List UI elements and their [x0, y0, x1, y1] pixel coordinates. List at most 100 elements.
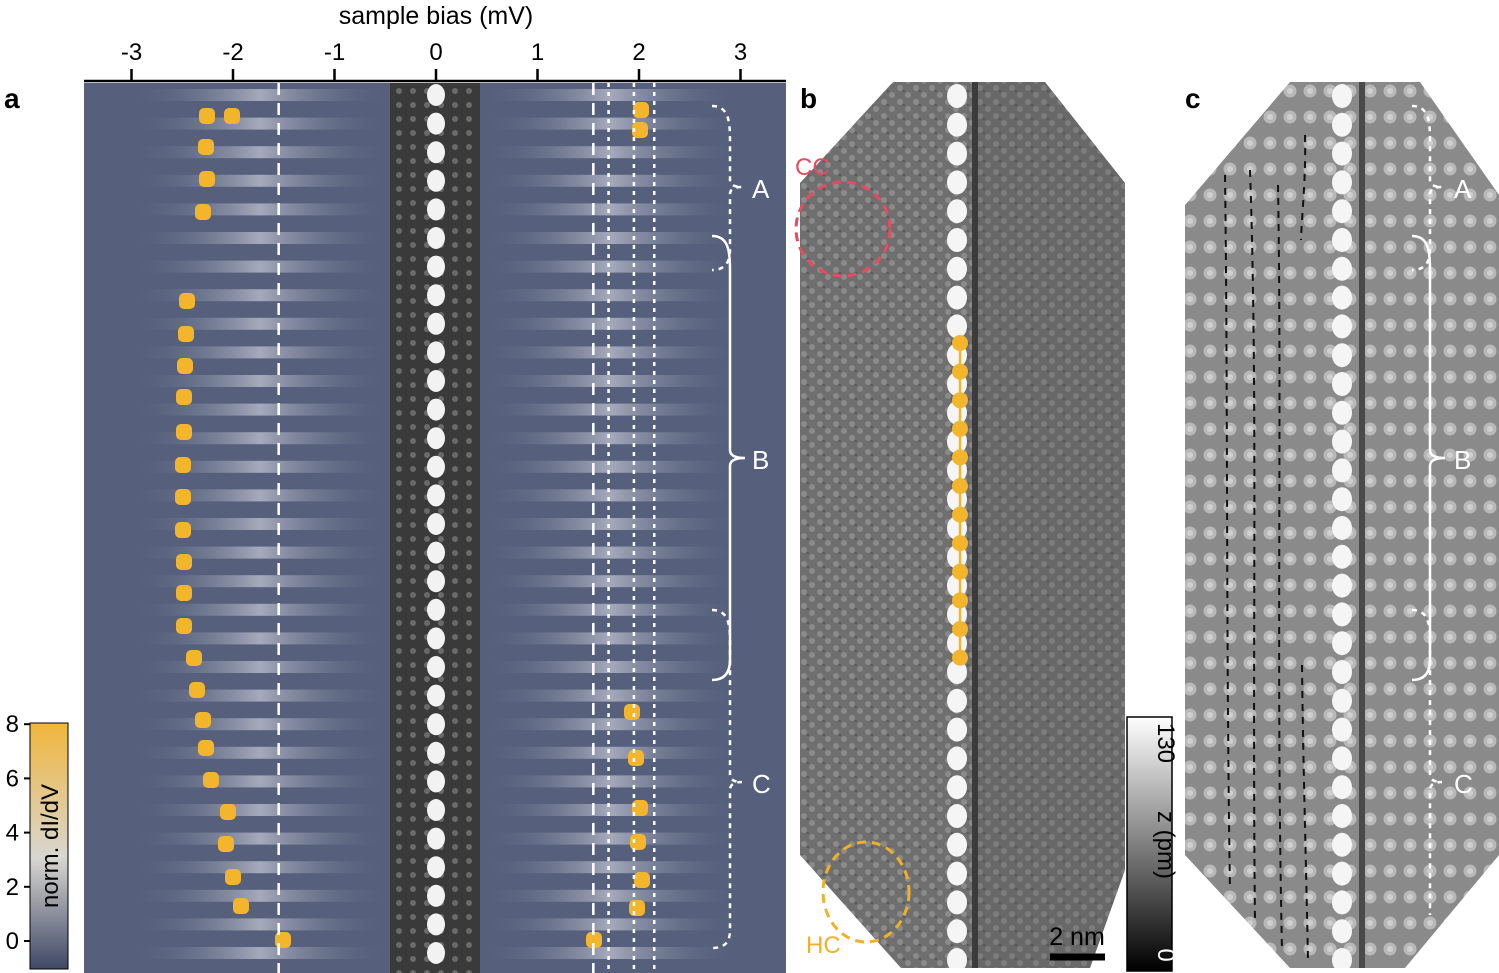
dIdV-stripe: [480, 918, 740, 931]
dIdV-stripe: [130, 174, 390, 187]
chain-atom: [427, 112, 445, 135]
axis-tick-label: 0: [429, 39, 442, 66]
dIdV-stripe: [480, 146, 740, 159]
atom-chain-b: [947, 84, 967, 968]
region-label-c-A: A: [1454, 174, 1472, 204]
chain-atom: [1332, 487, 1352, 512]
dIdV-stripe: [130, 518, 390, 530]
yellow-maximum: [177, 358, 193, 374]
axis-tick-label: -2: [222, 39, 243, 66]
chain-atom: [1332, 717, 1352, 742]
colorbar-a-tick-label: 0: [6, 928, 19, 955]
yellow-chain-dot: [952, 535, 968, 552]
yellow-maximum: [176, 554, 192, 570]
cc-circle: [794, 180, 892, 278]
colorbar-a-tick-label: 4: [6, 820, 19, 847]
chain-atom: [947, 84, 967, 108]
yellow-maximum: [198, 139, 214, 155]
yellow-maximum: [203, 772, 219, 788]
dIdV-stripe: [480, 232, 740, 244]
chain-atom: [427, 713, 445, 736]
dIdV-stripe: [480, 289, 740, 302]
chain-atom: [947, 746, 967, 771]
dIdV-stripe: [480, 403, 740, 416]
chain-atom: [427, 799, 445, 821]
chain-atom: [427, 169, 445, 192]
yellow-chain-dot: [952, 478, 968, 494]
chain-atom: [1332, 516, 1352, 540]
chain-atom: [1332, 948, 1352, 968]
chain-atom: [1332, 228, 1352, 252]
colorbar-a-tick-label: 2: [6, 874, 19, 901]
colorbar-a-tick-label: 6: [6, 765, 19, 792]
dIdV-stripe: [480, 947, 740, 959]
chain-atom: [427, 741, 445, 764]
chain-atom: [427, 770, 445, 793]
yellow-maximum: [632, 122, 648, 138]
dIdV-stripe: [130, 546, 390, 559]
domain-boundary-lines: [1224, 134, 1309, 961]
region-label-c-C: C: [1454, 769, 1473, 799]
chain-atom: [1332, 372, 1352, 396]
dIdV-stripe: [130, 718, 390, 731]
dIdV-stripe: [130, 203, 390, 216]
dIdV-stripe: [480, 260, 740, 273]
dIdV-stripe: [130, 661, 390, 673]
dIdV-stripe: [130, 317, 390, 330]
yellow-maximum: [178, 326, 194, 342]
chain-atom: [947, 861, 967, 886]
yellow-maximum: [175, 489, 191, 505]
region-label-a-C: C: [752, 769, 771, 799]
dIdV-stripe: [480, 203, 740, 216]
chain-atom: [427, 856, 445, 879]
yellow-maximum: [198, 740, 214, 756]
dIdV-stripe: [130, 489, 390, 502]
chain-atom: [427, 141, 445, 164]
dIdV-stripe: [480, 346, 740, 359]
chain-atom: [1332, 84, 1352, 108]
dIdV-stripe: [480, 746, 740, 759]
chain-atom: [1332, 429, 1352, 454]
panel-a: a A B C: [4, 83, 786, 973]
dIdV-stripe: [130, 804, 390, 816]
region-label-c-B: B: [1454, 445, 1471, 475]
chain-atom: [427, 684, 445, 707]
yellow-maximum: [176, 424, 192, 440]
chain-atom: [1332, 660, 1352, 684]
dIdV-stripe: [480, 775, 740, 788]
panel-label-c: c: [1185, 83, 1201, 114]
chain-atom: [1332, 746, 1352, 771]
dIdV-stripe: [480, 546, 740, 559]
chain-atom: [1332, 775, 1352, 800]
yellow-chain-dot: [952, 621, 968, 637]
yellow-maximum: [220, 804, 236, 820]
chain-atom: [427, 427, 445, 450]
chain-atom: [427, 398, 445, 421]
chain-atom: [1332, 804, 1352, 828]
yellow-maximum: [176, 585, 192, 601]
chain-atom: [947, 631, 967, 656]
dIdV-stripe: [480, 689, 740, 702]
chain-atom: [947, 948, 967, 968]
colorbar-a-gradient: [29, 722, 69, 970]
chain-atom: [947, 141, 967, 166]
chain-atom: [427, 370, 445, 392]
chain-atom: [947, 112, 967, 137]
dIdV-stripe: [130, 117, 390, 130]
chain-atom: [947, 228, 967, 252]
colorbar-a-label: norm. dI/dV: [37, 784, 64, 908]
chain-atom: [1332, 285, 1352, 310]
dIdV-stripe: [480, 432, 740, 445]
colorbar-b-bottom: 0: [1152, 948, 1179, 961]
chain-atom: [427, 312, 445, 335]
axis-title: sample bias (mV): [339, 2, 534, 30]
chain-atom: [947, 688, 967, 713]
yellow-maximum: [175, 457, 191, 473]
yellow-maximum: [176, 389, 192, 405]
yellow-maximum: [224, 108, 240, 124]
axis-tick-label: 2: [632, 39, 645, 66]
chain-atom: [947, 832, 967, 857]
yellow-maximum: [628, 750, 644, 766]
dIdV-stripe: [130, 632, 390, 645]
